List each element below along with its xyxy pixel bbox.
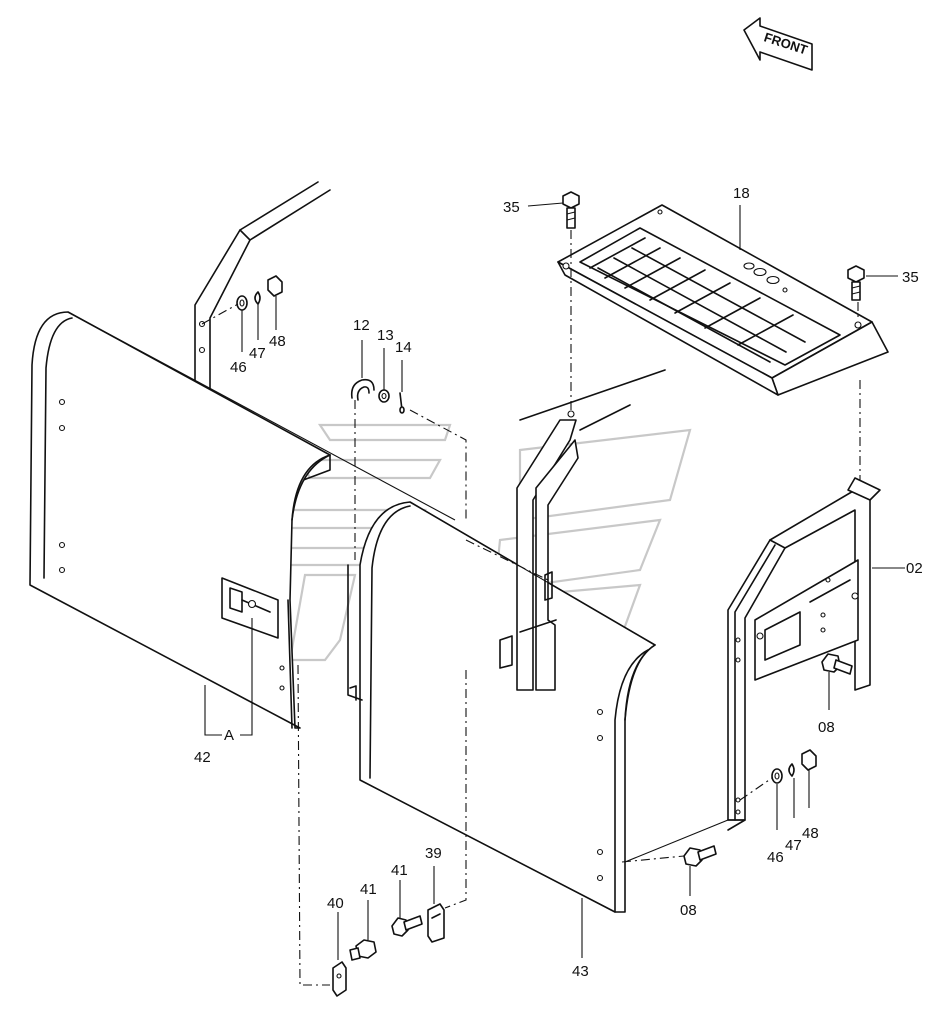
callout-46-right: 46 xyxy=(767,849,784,866)
callout-42: 42 xyxy=(194,749,211,766)
edge-line-42 xyxy=(67,311,456,521)
door-panel-42 xyxy=(29,311,331,729)
bolt-41-right xyxy=(391,880,423,937)
callout-35-left: 35 xyxy=(503,199,520,216)
leader-42 xyxy=(204,618,253,736)
front-arrow: FRONT xyxy=(743,17,813,71)
clip-40 xyxy=(332,912,347,997)
washer-set-left xyxy=(201,275,283,352)
callout-41-right: 41 xyxy=(391,862,408,879)
edge-line-02-bottom xyxy=(624,819,729,863)
callout-08-upper: 08 xyxy=(818,719,835,736)
bolt-35-right xyxy=(847,265,898,480)
callout-35-right: 35 xyxy=(902,269,919,286)
bolt-08-upper xyxy=(821,653,853,710)
callout-41-left: 41 xyxy=(360,881,377,898)
bolt-08-lower xyxy=(621,845,717,896)
assembly-line-43 xyxy=(444,670,467,909)
callout-12: 12 xyxy=(353,317,370,334)
hole-marker xyxy=(567,410,575,418)
callout-02: 02 xyxy=(906,560,923,577)
ref-label-a: A xyxy=(224,727,234,744)
callout-39: 39 xyxy=(425,845,442,862)
cover-18 xyxy=(557,204,889,396)
callout-40: 40 xyxy=(327,895,344,912)
callout-14: 14 xyxy=(395,339,412,356)
bolt-41-left xyxy=(349,900,377,961)
pin-14 xyxy=(399,360,405,414)
clip-39 xyxy=(427,866,445,943)
assembly-line-42 xyxy=(297,664,330,986)
washer-13 xyxy=(378,348,390,403)
callout-47-right: 47 xyxy=(785,837,802,854)
side-panel-43 xyxy=(347,501,656,913)
callout-18: 18 xyxy=(733,185,750,202)
center-frame-bracket xyxy=(499,369,666,691)
callout-47-left: 47 xyxy=(249,345,266,362)
bolt-35-left xyxy=(527,191,580,410)
assembly-line-14 xyxy=(409,409,467,520)
edge-line-43-bottom xyxy=(359,779,616,913)
hook-12 xyxy=(350,340,375,401)
assembly-line-center xyxy=(465,539,549,581)
callout-48-left: 48 xyxy=(269,333,286,350)
callout-43: 43 xyxy=(572,963,589,980)
callout-13: 13 xyxy=(377,327,394,344)
callout-08-lower: 08 xyxy=(680,902,697,919)
edge-line-43-top xyxy=(409,501,656,646)
callout-48-right: 48 xyxy=(802,825,819,842)
callout-46-left: 46 xyxy=(230,359,247,376)
right-frame-02 xyxy=(727,477,881,831)
washer-set-right xyxy=(739,749,817,830)
